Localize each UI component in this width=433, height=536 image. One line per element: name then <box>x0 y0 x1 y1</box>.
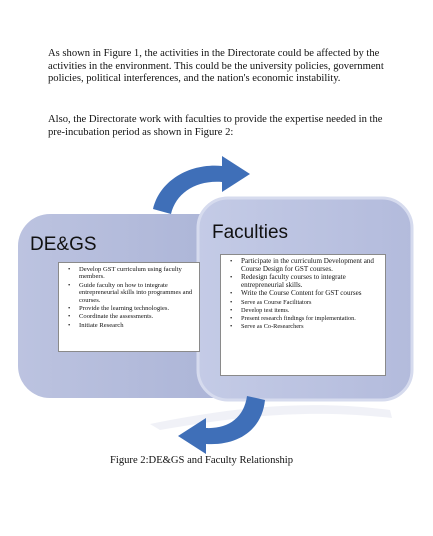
list-item: Coordinate the assessments. <box>68 313 195 321</box>
list-item-text: Guide faculty on how to integrate entrep… <box>79 281 193 304</box>
degs-role-list: Develop GST curriculum using faculty mem… <box>58 262 200 352</box>
list-item: Redesign faculty courses to integrate en… <box>230 273 381 289</box>
list-item: Serve as Course Facilitators <box>230 299 381 306</box>
faculties-title: Faculties <box>212 222 289 243</box>
top-arrow-icon <box>153 156 250 214</box>
list-item: Develop GST curriculum using faculty mem… <box>68 266 195 281</box>
list-item: Initiate Research <box>68 322 195 330</box>
list-item: Guide faculty on how to integrate entrep… <box>68 281 195 304</box>
degs-title: DE&GS <box>30 234 97 255</box>
list-item: Write the Course Content for GST courses <box>230 290 381 298</box>
figure-caption: Figure 2:DE&GS and Faculty Relationship <box>110 455 294 466</box>
list-item: Participate in the curriculum Developmen… <box>230 257 381 273</box>
list-item: Provide the learning technologies. <box>68 305 195 313</box>
paragraph-figure2-intro: Also, the Directorate work with facultie… <box>48 114 383 138</box>
list-item: Present research findings for implementa… <box>230 315 381 322</box>
faculties-role-list: Participate in the curriculum Developmen… <box>220 254 386 376</box>
diagram-shadow <box>150 405 392 430</box>
list-item: Develop test items. <box>230 307 381 314</box>
paragraph-figure1-intro: As shown in Figure 1, the activities in … <box>48 48 384 85</box>
bottom-arrow-icon <box>178 396 265 454</box>
list-item: Serve as Co-Researchers <box>230 323 381 330</box>
